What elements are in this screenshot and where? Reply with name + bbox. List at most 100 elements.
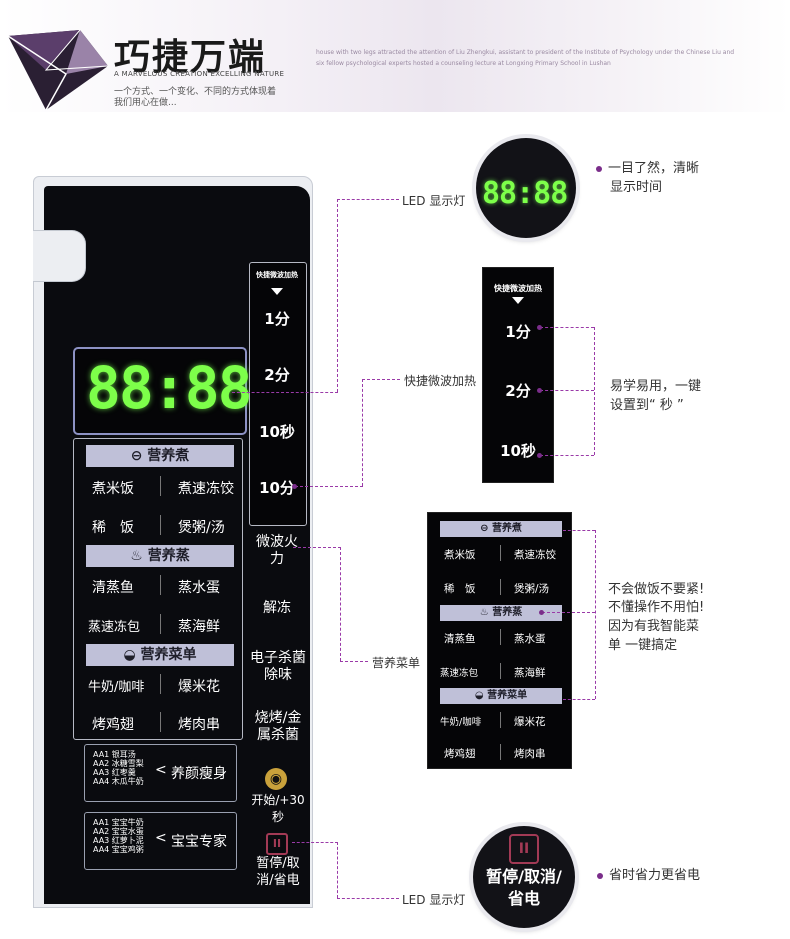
divider <box>160 712 161 732</box>
menu-button-porridge[interactable]: 稀 饭 <box>92 520 134 536</box>
desc-quick-2: 设置到“ 秒 ” <box>610 398 684 413</box>
chevron-left-icon: < <box>155 762 167 778</box>
connector-line <box>337 842 338 898</box>
connector-line <box>337 898 399 899</box>
aa-line: AA3 红萝卜泥 <box>93 836 144 845</box>
zoom-category-label: 营养菜单 <box>487 690 528 701</box>
desc-display-1: 一目了然，清晰 <box>608 161 700 176</box>
menu-button-chicken-wings[interactable]: 烤鸡翅 <box>92 717 134 733</box>
menu-zoom: ⊖ 营养煮 煮米饭 煮速冻饺 稀 饭 煲粥/汤 ♨ 营养蒸 清蒸鱼 蒸水蛋 蒸速… <box>427 512 572 769</box>
menu-button-steamed-bun[interactable]: 蒸速冻包 <box>88 620 141 635</box>
sterilize-button[interactable]: 电子杀菌除味 <box>250 650 306 683</box>
aa-group-beauty[interactable] <box>84 744 237 802</box>
brand-tagline-2: 我们用心在做... <box>114 98 177 108</box>
dish-icon: ◒ <box>123 647 136 663</box>
connector-dot <box>537 453 542 458</box>
quick-heat-zoom: 快捷微波加热 1分 2分 10秒 <box>482 267 554 483</box>
zoom-2min: 2分 <box>505 382 531 400</box>
zoom-item: 爆米花 <box>514 716 546 728</box>
header-background <box>0 0 790 112</box>
menu-button-skewers[interactable]: 烤肉串 <box>178 717 220 733</box>
zoom-category-menu: ◒ 营养菜单 <box>440 688 562 704</box>
start-button[interactable]: 开始/+30秒 <box>251 793 305 824</box>
zoom-item: 清蒸鱼 <box>444 633 476 645</box>
connector-line <box>595 530 596 699</box>
zoom-item: 蒸水蛋 <box>514 633 546 645</box>
connector-line <box>292 842 338 843</box>
connector-dot <box>292 484 297 489</box>
divider <box>160 575 161 595</box>
down-arrow-icon <box>512 297 524 304</box>
bowl-icon: ⊖ <box>480 523 489 534</box>
led-zoom-circle: 88:88 <box>476 138 576 238</box>
divider <box>160 515 161 535</box>
zoom-category-cook: ⊖ 营养煮 <box>440 521 562 537</box>
quick-10sec-button[interactable]: 10秒 <box>259 423 295 441</box>
dish-icon: ◒ <box>474 690 484 701</box>
defrost-button[interactable]: 解冻 <box>263 600 291 616</box>
connector-line <box>337 199 338 392</box>
led-display: 88:88 <box>86 354 253 422</box>
category-cook: ⊖ 营养煮 <box>86 445 234 467</box>
aa-line: AA2 冰糖雪梨 <box>93 759 144 768</box>
connector-line <box>540 390 594 391</box>
aa-line: AA4 宝宝鸡粥 <box>93 845 144 854</box>
connector-dot <box>537 325 542 330</box>
zoom-item: 煮速冻饺 <box>514 549 556 561</box>
connector-dot <box>539 610 544 615</box>
led-display-frame <box>73 347 247 435</box>
menu-button-milk-coffee[interactable]: 牛奶/咖啡 <box>88 680 145 695</box>
connector-line <box>594 327 595 455</box>
connector-line <box>293 547 341 548</box>
menu-button-seafood[interactable]: 蒸海鲜 <box>178 619 220 635</box>
menu-button-soup[interactable]: 煲粥/汤 <box>178 520 225 536</box>
menu-button-popcorn[interactable]: 爆米花 <box>178 679 220 695</box>
english-paragraph: house with two legs attracted the attent… <box>316 49 735 67</box>
aa-group-name: 养颜瘦身 <box>171 766 227 782</box>
connector-line <box>232 392 338 393</box>
microwave-power-button[interactable]: 微波火力 <box>256 534 298 567</box>
category-menu: ◒ 营养菜单 <box>86 644 234 666</box>
zoom-item: 蒸海鲜 <box>514 667 546 679</box>
connector-line <box>340 661 368 662</box>
divider <box>500 712 501 728</box>
connector-dot <box>537 388 542 393</box>
menu-button-dumplings[interactable]: 煮速冻饺 <box>178 481 234 497</box>
connector-line <box>563 699 595 700</box>
zoom-category-steam: ♨ 营养蒸 <box>440 605 562 621</box>
connector-line <box>362 379 400 380</box>
quick-1min-button[interactable]: 1分 <box>264 310 290 328</box>
pause-cancel-button[interactable]: 暂停/取消/省电 <box>256 856 300 888</box>
quick-10min-button[interactable]: 10分 <box>259 479 295 497</box>
zoom-category-label: 营养蒸 <box>492 607 523 618</box>
grill-button[interactable]: 烧烤/金属杀菌 <box>254 710 302 743</box>
menu-button-steamed-fish[interactable]: 清蒸鱼 <box>92 580 134 596</box>
pause-icon: II <box>509 834 539 864</box>
aa-group-baby[interactable] <box>84 812 237 870</box>
menu-button-steamed-egg[interactable]: 蒸水蛋 <box>178 580 220 596</box>
divider <box>160 476 161 496</box>
pause-zoom-circle: II 暂停/取消/省电 <box>473 826 575 928</box>
quick-heat-title: 快捷微波加热 <box>256 271 298 279</box>
chevron-left-icon: < <box>155 830 167 846</box>
aa-line: AA1 宝宝牛奶 <box>93 818 144 827</box>
aa-line: AA4 木瓜牛奶 <box>93 777 144 786</box>
bullet-icon <box>596 166 602 172</box>
desc-menu-4: 单 一键搞定 <box>608 638 678 653</box>
desc-quick-1: 易学易用，一键 <box>610 379 702 394</box>
connector-line <box>563 530 595 531</box>
quick-2min-button[interactable]: 2分 <box>264 366 290 384</box>
divider <box>500 663 501 679</box>
zoom-pause-label: 暂停/取消/省电 <box>486 867 562 908</box>
zoom-item: 稀 饭 <box>444 583 476 595</box>
category-label: 营养蒸 <box>147 548 190 564</box>
zoom-led-display: 88:88 <box>482 176 568 211</box>
bowl-icon: ⊖ <box>130 448 143 464</box>
steamer-icon: ♨ <box>130 548 143 564</box>
divider <box>500 545 501 561</box>
menu-label: 营养菜单 <box>372 656 421 670</box>
divider <box>160 674 161 694</box>
menu-button-rice[interactable]: 煮米饭 <box>92 481 134 497</box>
connector-line <box>295 486 363 487</box>
desc-menu-2: 不懂操作不用怕! <box>608 600 705 615</box>
